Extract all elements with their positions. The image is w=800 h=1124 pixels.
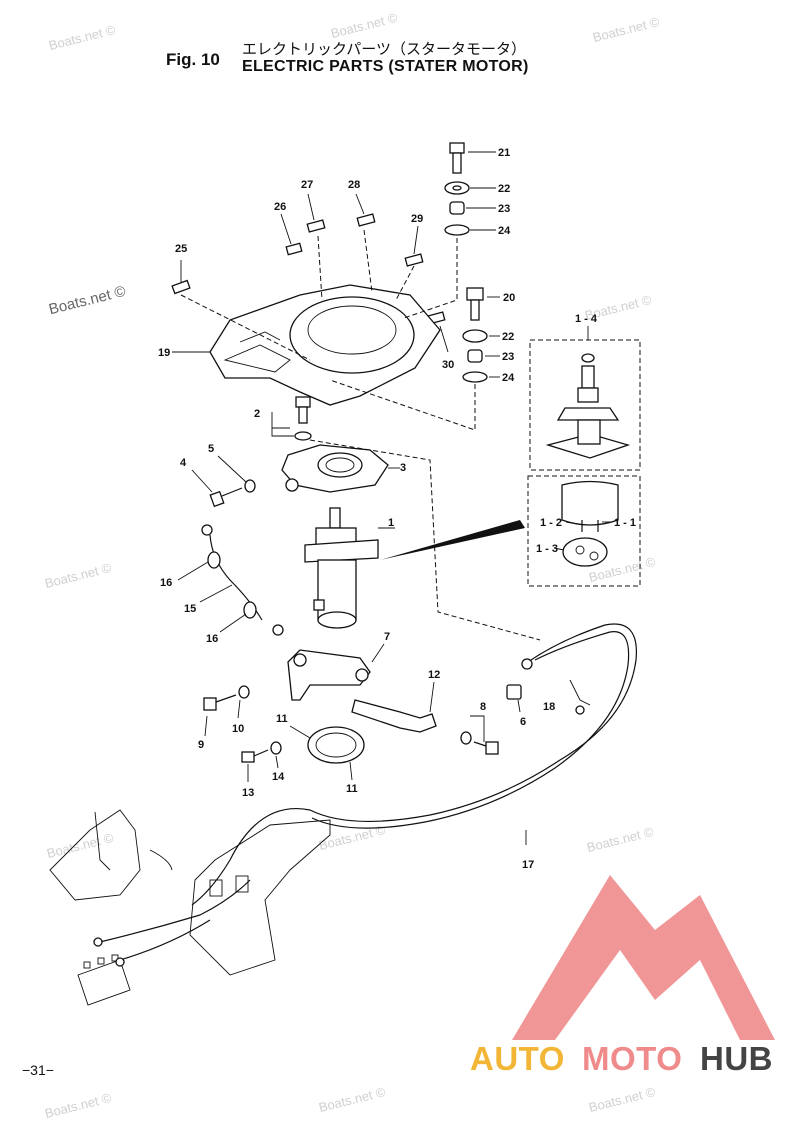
callout-17: 17: [522, 859, 534, 871]
callout-14: 14: [272, 771, 285, 783]
callout-18: 18: [543, 701, 555, 713]
starter-exploded-box: [527, 326, 641, 587]
callout-19: 19: [158, 347, 170, 359]
callout-5: 5: [208, 443, 214, 455]
callout-28: 28: [348, 179, 360, 191]
callout-11: 11: [276, 713, 288, 725]
figure-number: Fig. 10: [166, 50, 220, 69]
title-english: ELECTRIC PARTS (STATER MOTOR): [242, 58, 529, 75]
callout-26: 26: [274, 201, 286, 213]
callout-16: 16: [160, 577, 172, 589]
bracket-7: [287, 643, 385, 701]
cable-17: [191, 439, 638, 906]
callout-29: 29: [411, 213, 423, 225]
bolt-2: [271, 396, 312, 441]
bolt-13-washer-14: [241, 741, 282, 782]
engine-battery-sketch: [49, 809, 331, 1006]
callout-1-2: 1 - 2: [540, 517, 562, 529]
starter-motor-1: [304, 507, 525, 629]
callout-11: 11: [346, 783, 358, 795]
callout-27: 27: [301, 179, 313, 191]
bolt-8: [460, 715, 499, 755]
bracket-3: [281, 444, 400, 493]
callout-22: 22: [502, 331, 514, 343]
cover-19: [172, 284, 441, 406]
callout-15: 15: [184, 603, 196, 615]
callout-8: 8: [480, 701, 486, 713]
callout-23: 23: [498, 203, 510, 215]
callout-numbers: 1 1 - 2 1 - 1 1 - 3 1 - 4 2 3 4 5 6 7 8 …: [158, 147, 636, 871]
callout-16: 16: [206, 633, 218, 645]
callout-23: 23: [502, 351, 514, 363]
callout-6: 6: [520, 716, 526, 728]
automotohub-logo-mark: [512, 875, 775, 1040]
decal-labels: [171, 193, 449, 353]
callout-20: 20: [503, 292, 515, 304]
callout-3: 3: [400, 462, 406, 474]
callout-13: 13: [242, 787, 254, 799]
callout-1-1: 1 - 1: [614, 517, 636, 529]
callout-2: 2: [254, 408, 260, 420]
callout-30: 30: [442, 359, 454, 371]
callout-22: 22: [498, 183, 510, 195]
page-number: −31−: [22, 1062, 54, 1078]
callout-9: 9: [198, 739, 204, 751]
callout-1-3: 1 - 3: [536, 543, 558, 555]
callout-12: 12: [428, 669, 440, 681]
bolt-stack-top: [444, 142, 496, 236]
bolt-stack-right: [462, 287, 500, 383]
title-japanese: エレクトリックパーツ（スタータモータ）: [242, 41, 526, 58]
logo-word-hub: HUB: [700, 1040, 773, 1077]
logo-word-auto: AUTO: [470, 1040, 565, 1077]
band-12: [351, 681, 437, 733]
callout-21: 21: [498, 147, 510, 159]
callout-24: 24: [502, 372, 515, 384]
logo-word-moto: MOTO: [582, 1040, 683, 1077]
leader-lines: [180, 229, 476, 431]
part-6: [506, 684, 522, 713]
callout-7: 7: [384, 631, 390, 643]
callout-24: 24: [498, 225, 511, 237]
callout-25: 25: [175, 243, 187, 255]
callout-4: 4: [180, 457, 187, 469]
callout-1-4: 1 - 4: [575, 313, 598, 325]
ring-11: [289, 725, 365, 781]
callout-10: 10: [232, 723, 244, 735]
bolt-4-washer-5: [191, 455, 256, 508]
cable-15: [177, 524, 284, 636]
callout-1: 1: [388, 517, 394, 529]
bolt-9-washer-10: [203, 685, 250, 737]
